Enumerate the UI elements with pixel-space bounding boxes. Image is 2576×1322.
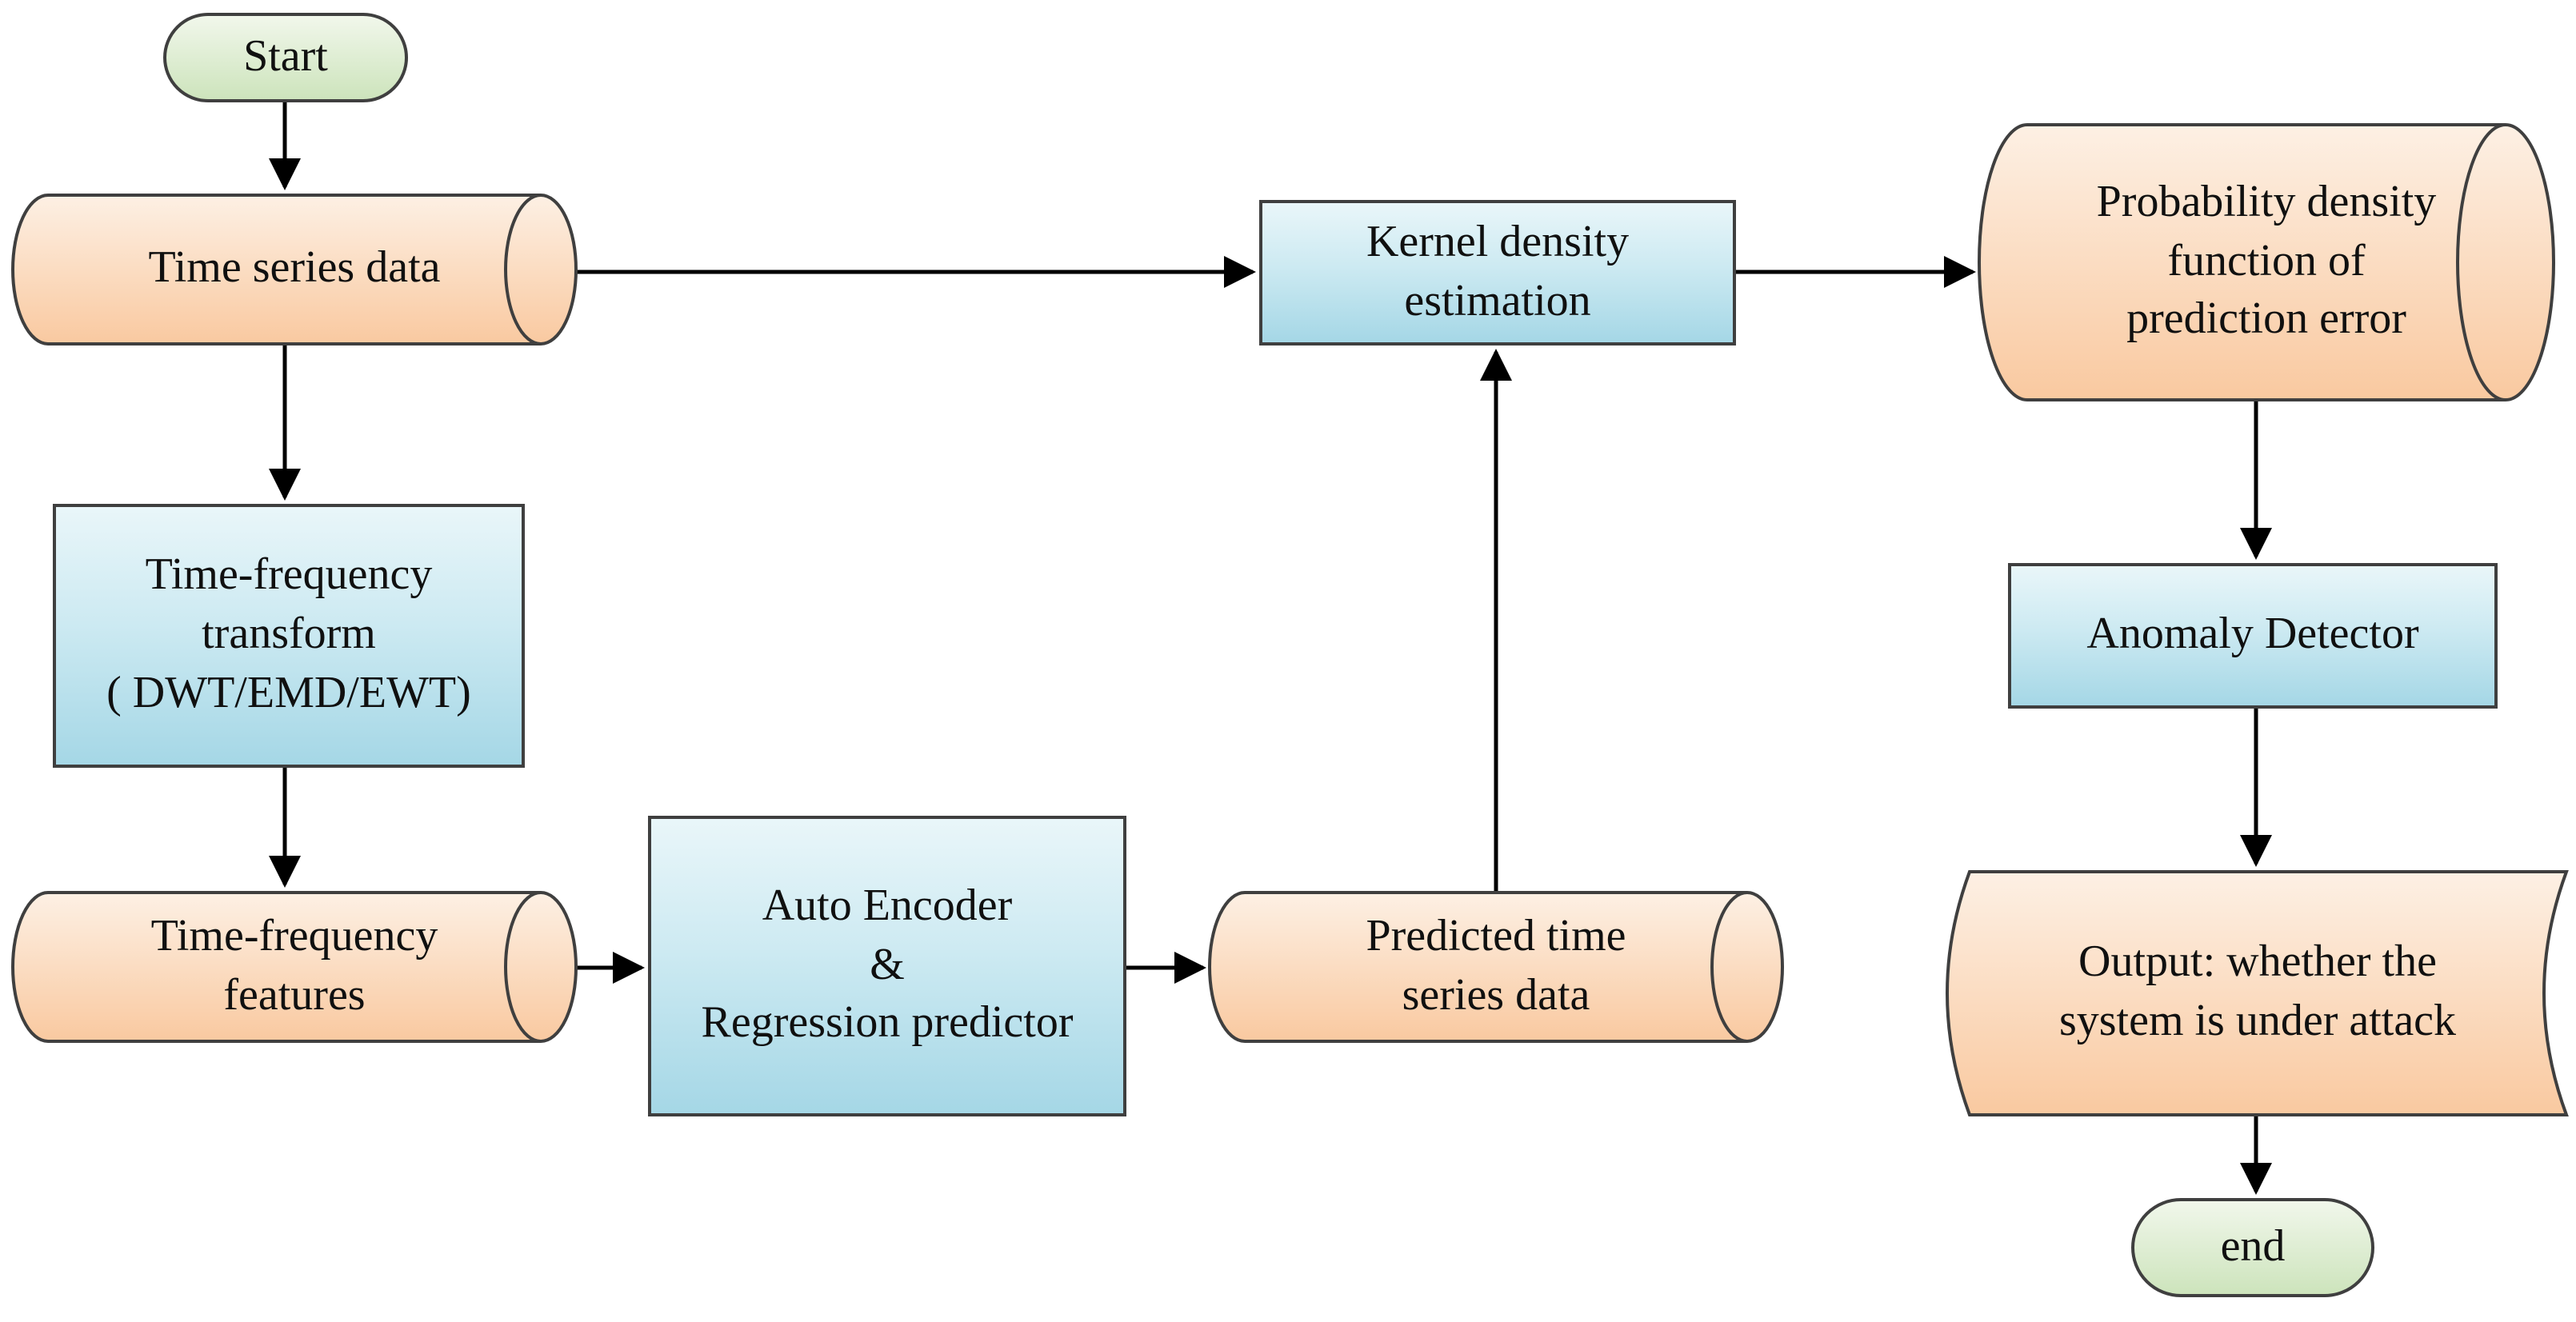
node-output-label: Output: whether the system is under atta…: [2058, 937, 2457, 1046]
node-time-series-data-label: Time series data: [148, 243, 441, 294]
tape-shape: [1946, 870, 2569, 1116]
cylinder-shape: [11, 194, 578, 345]
node-time-series-data: Time series data: [11, 194, 578, 345]
cylinder-shape: [1208, 891, 1784, 1043]
node-end-label: end: [2220, 1221, 2286, 1272]
node-tf-features-label: Time-frequency features: [150, 911, 438, 1020]
node-predicted-time-series-label: Predicted time series data: [1366, 911, 1626, 1020]
node-output: Output: whether the system is under atta…: [1946, 870, 2569, 1116]
node-start-label: Start: [243, 31, 328, 82]
node-tf-transform: Time-frequency transform ( DWT/EMD/EWT): [53, 504, 525, 768]
node-anomaly-detector-label: Anomaly Detector: [2086, 609, 2419, 660]
cylinder-shape: [11, 891, 578, 1043]
node-kde: Kernel density estimation: [1259, 200, 1736, 345]
node-auto-encoder: Auto Encoder & Regression predictor: [648, 816, 1126, 1116]
cylinder-shape: [1978, 123, 2555, 401]
node-pdf-prediction-error-label: Probability density function of predicti…: [2096, 177, 2437, 345]
node-kde-label: Kernel density estimation: [1366, 217, 1630, 326]
node-predicted-time-series: Predicted time series data: [1208, 891, 1784, 1043]
node-auto-encoder-label: Auto Encoder & Regression predictor: [701, 881, 1074, 1048]
node-end: end: [2131, 1198, 2374, 1297]
node-tf-transform-label: Time-frequency transform ( DWT/EMD/EWT): [106, 550, 471, 718]
node-anomaly-detector: Anomaly Detector: [2008, 563, 2498, 709]
node-pdf-prediction-error: Probability density function of predicti…: [1978, 123, 2555, 401]
node-start: Start: [163, 13, 408, 102]
node-tf-features: Time-frequency features: [11, 891, 578, 1043]
